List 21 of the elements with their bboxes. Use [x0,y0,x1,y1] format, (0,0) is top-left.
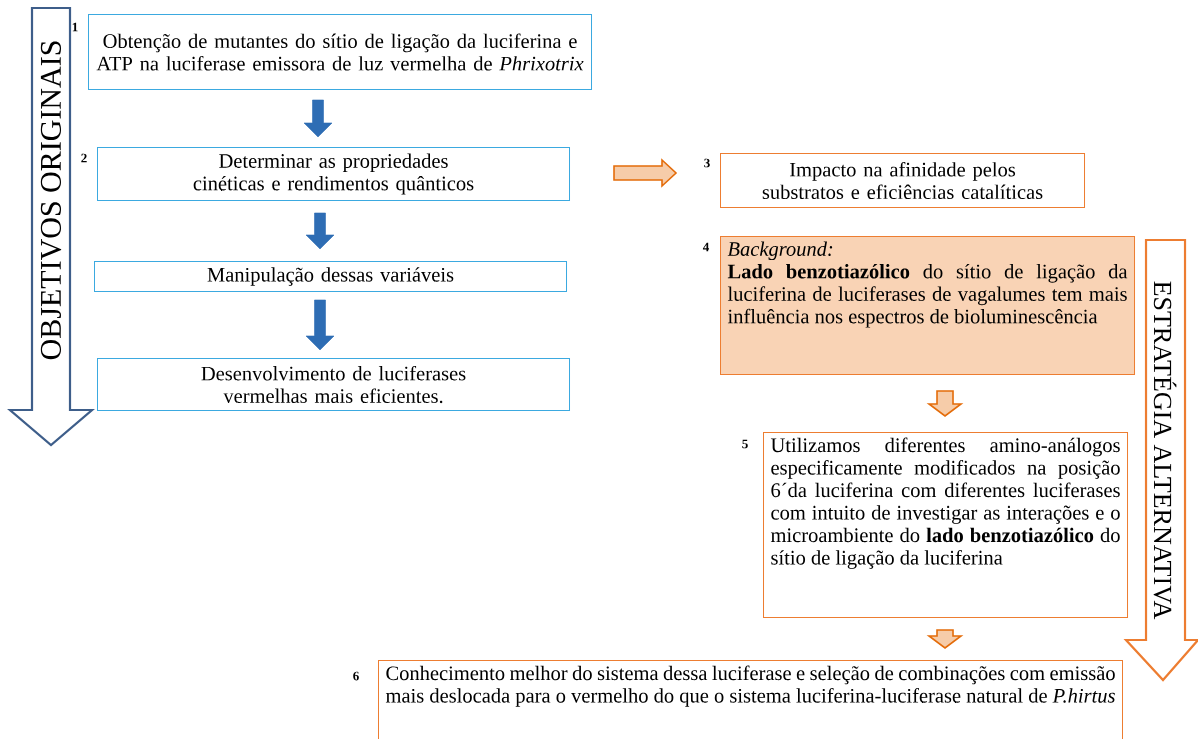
process-box: Manipulação dessas variáveis [94,261,567,292]
block-arrow [613,158,678,188]
process-box: Obtenção de mutantes do sítio de ligação da luciferina e ATP na luciferase emissora de luz vermelha de Phrixotrix [88,14,592,90]
step-number: 2 [81,153,87,163]
block-arrow [305,299,335,351]
step-number: 1 [72,22,78,32]
process-box: Conhecimento melhor do sistema dessa luciferase e seleção de combinações com emissão mais deslocada para o vermelho do que o sistema luciferina-luciferase natural de P.hirtus [378,660,1123,739]
process-box [720,236,1135,375]
process-box: Impacto na afinidade pelos substratos e eficiências catalíticas [720,153,1085,208]
box-heading: Background: [727,241,833,261]
process-box: Determinar as propriedades cinéticas e rendimentos quânticos [97,147,570,201]
block-arrow [305,212,335,250]
step-number: 4 [702,242,709,252]
step-number: 3 [704,158,710,168]
process-box: Utilizamos diferentes amino-análogos especificamente modificados na posição 6´da luciferina com diferentes luciferases com intuito de investigar as interações e o microambiente do lado benzotiazólico do sítio de ligação da luciferina [763,432,1128,618]
block-arrow [926,390,964,417]
process-box: Desenvolvimento de luciferases vermelhas mais eficientes. [97,358,570,411]
step-number: 6 [353,671,359,681]
step-number: 5 [742,439,748,449]
block-arrow [926,629,964,649]
block-arrow [303,99,333,138]
